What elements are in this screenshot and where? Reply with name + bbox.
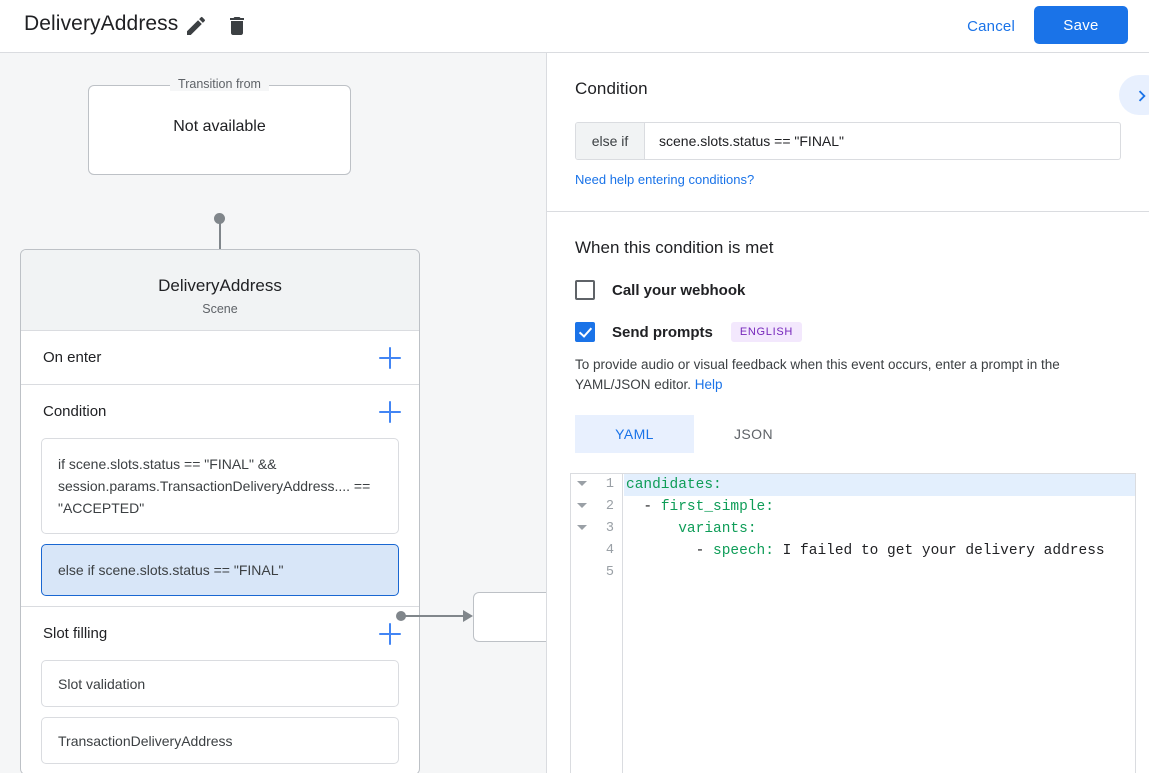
connector-dot [214, 213, 225, 224]
condition-item-selected[interactable]: else if scene.slots.status == "FINAL" [41, 544, 399, 596]
flow-canvas[interactable]: Not available Transition from DeliveryAd… [0, 53, 546, 773]
scene-name: DeliveryAddress [158, 276, 282, 295]
condition-output-arrow-icon [463, 610, 473, 622]
trash-icon[interactable] [225, 14, 249, 38]
editor-code-line[interactable]: - first_simple: [626, 499, 774, 515]
send-prompts-checkbox[interactable] [575, 322, 595, 342]
call-webhook-label: Call your webhook [612, 281, 746, 299]
slot-item[interactable]: Slot validation [41, 660, 399, 707]
editor-line-number: 1 [571, 474, 622, 496]
scene-type-label: Scene [202, 302, 238, 316]
when-condition-met-section: When this condition is met Call your web… [547, 212, 1149, 453]
editor-code-line[interactable]: variants: [678, 521, 757, 537]
prompt-description-text: To provide audio or visual feedback when… [575, 357, 1060, 392]
save-button[interactable]: Save [1034, 6, 1128, 44]
condition-item[interactable]: if scene.slots.status == "FINAL" && sess… [41, 438, 399, 534]
fold-triangle-icon[interactable] [577, 481, 587, 486]
add-on-enter-button[interactable] [379, 346, 401, 369]
transition-from-title: Not available [173, 118, 266, 135]
section-slot-filling: Slot filling Slot validation Transaction… [21, 607, 419, 764]
page-title: DeliveryAddress [24, 12, 179, 35]
send-prompts-label: Send prompts [612, 323, 713, 341]
transition-to-header: DeliveryAddress Scene [21, 250, 419, 331]
condition-expression-input[interactable] [645, 123, 1120, 159]
condition-output-dot [396, 611, 406, 621]
transition-to-node[interactable]: DeliveryAddress Scene On enter Condition… [20, 249, 420, 773]
section-title-slot-filling: Slot filling [43, 625, 108, 642]
editor-format-tabs: YAML JSON [575, 415, 1121, 453]
editor-code-line[interactable] [624, 562, 1135, 584]
editor-line-number: 3 [571, 518, 622, 540]
editor-line-number: 2 [571, 496, 622, 518]
editor-line-number: 5 [605, 565, 614, 580]
top-app-bar: DeliveryAddress Cancel Save [0, 0, 1149, 53]
section-on-enter: On enter [21, 331, 419, 385]
editor-code-line[interactable]: - speech: I failed to get your delivery … [626, 543, 1105, 559]
condition-section-heading: Condition [575, 79, 648, 98]
condition-section: Condition else if Need help entering con… [547, 53, 1149, 212]
fold-triangle-icon[interactable] [577, 503, 587, 508]
editor-code-line[interactable]: candidates: [624, 474, 1135, 496]
condition-expression-row[interactable]: else if [575, 122, 1121, 160]
send-prompts-row[interactable]: Send prompts ENGLISH [575, 322, 1121, 342]
tab-yaml[interactable]: YAML [575, 415, 694, 453]
help-link[interactable]: Help [694, 377, 723, 392]
section-title-on-enter: On enter [43, 349, 102, 366]
slot-item[interactable]: TransactionDeliveryAddress [41, 717, 399, 764]
pencil-icon[interactable] [184, 14, 208, 38]
tab-json[interactable]: JSON [734, 426, 773, 442]
editor-code-area[interactable]: candidates: - first_simple: variants: - … [624, 474, 1135, 773]
add-slot-button[interactable] [379, 622, 401, 645]
chevron-right-icon[interactable] [1119, 75, 1149, 115]
section-condition: Condition if scene.slots.status == "FINA… [21, 385, 419, 607]
webhook-row[interactable]: Call your webhook [575, 280, 1121, 300]
when-condition-met-heading: When this condition is met [575, 238, 774, 257]
add-condition-button[interactable] [379, 400, 401, 423]
condition-output-line [404, 615, 466, 617]
prompt-description: To provide audio or visual feedback when… [575, 355, 1121, 395]
transition-from-node[interactable]: Not available [88, 85, 351, 175]
fold-triangle-icon[interactable] [577, 525, 587, 530]
cancel-button[interactable]: Cancel [959, 12, 1023, 41]
call-webhook-checkbox[interactable] [575, 280, 595, 300]
language-badge: ENGLISH [730, 322, 803, 342]
connector-line [219, 219, 221, 262]
condition-prefix-label: else if [576, 123, 645, 159]
next-node-partial[interactable] [473, 592, 546, 642]
section-title-condition: Condition [43, 403, 107, 420]
condition-help-link[interactable]: Need help entering conditions? [575, 172, 755, 187]
editor-line-number: 4 [605, 543, 614, 558]
